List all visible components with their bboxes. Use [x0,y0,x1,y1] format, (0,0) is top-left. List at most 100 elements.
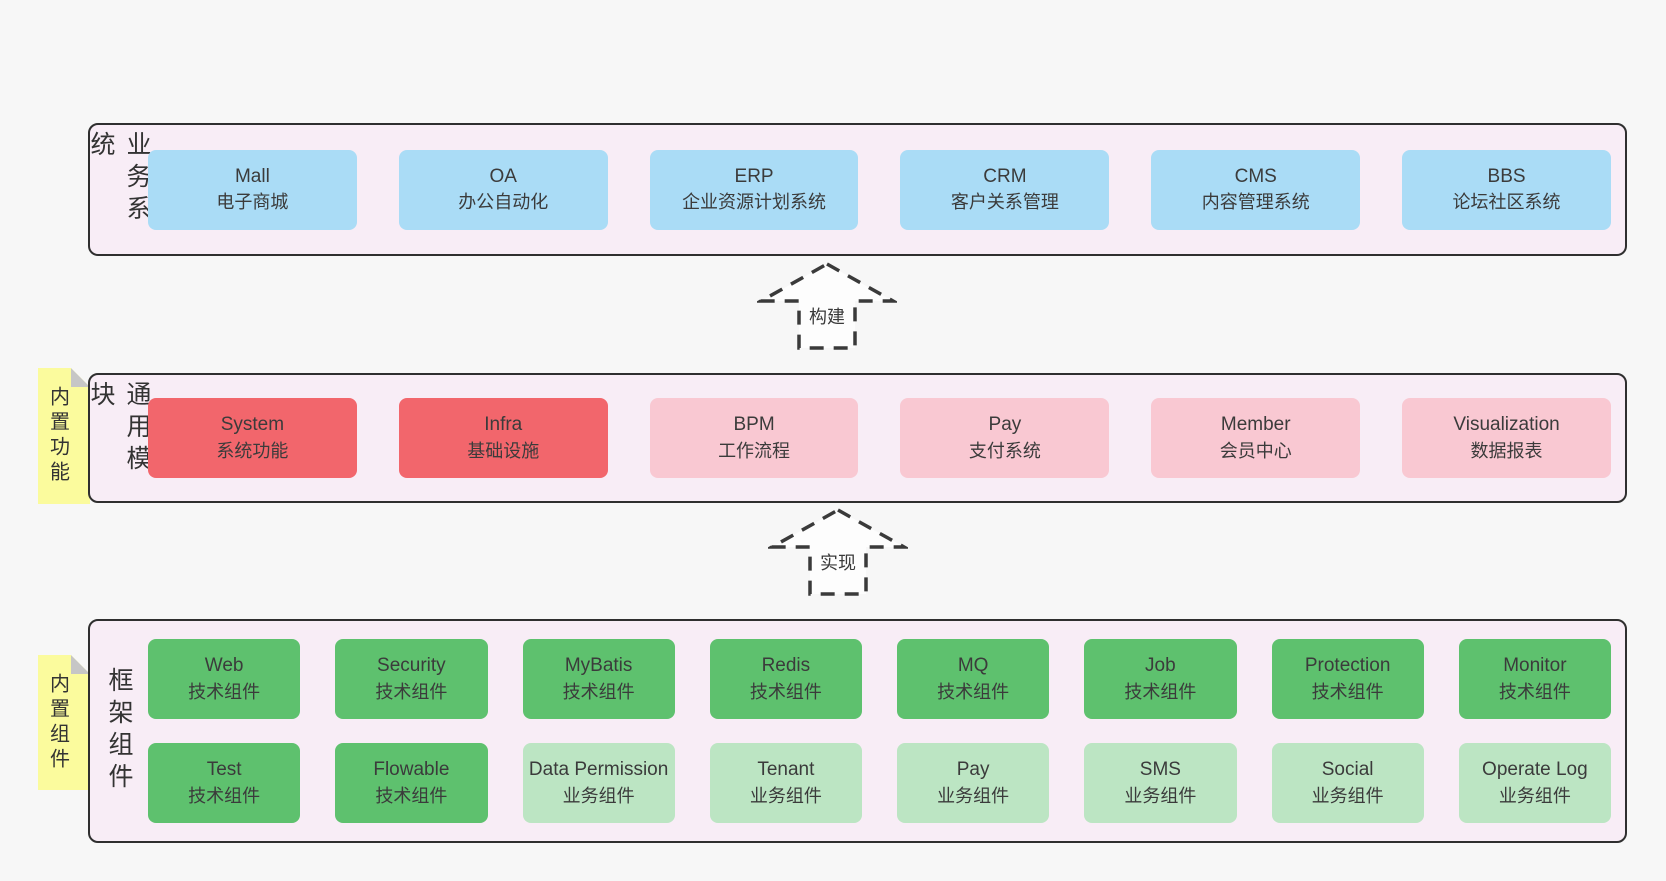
box-subtitle: 技术组件 [1498,681,1571,702]
box-cms: CMS 内容管理系统 [1151,149,1361,230]
box-title: MQ [957,655,989,677]
box-bpm: BPM 工作流程 [649,398,859,478]
box-member: Member 会员中心 [1151,398,1361,478]
box-protection: Protection 技术组件 [1271,639,1424,719]
box-security: Security 技术组件 [335,639,488,719]
box-pay: Pay 业务组件 [897,743,1050,823]
box-redis: Redis 技术组件 [709,639,862,719]
box-subtitle: 办公自动化 [458,192,549,213]
box-title: Visualization [1453,414,1560,436]
box-visualization: Visualization 数据报表 [1402,398,1611,478]
box-subtitle: 业务组件 [749,785,822,806]
box-title: Pay [956,759,990,781]
box-subtitle: 内容管理系统 [1201,192,1310,213]
box-title: Data Permission [528,759,669,781]
box-mq: MQ 技术组件 [897,639,1050,719]
box-subtitle: 业务组件 [1498,785,1571,806]
box-title: Operate Log [1482,759,1588,781]
sticky-note-builtin-components: 内置组件 [38,655,90,790]
panel-modules-side-label: 通用模块 [87,381,151,477]
box-title: CRM [983,165,1027,187]
box-title: Social [1321,759,1374,781]
box-subtitle: 工作流程 [718,440,791,461]
box-monitor: Monitor 技术组件 [1458,639,1611,719]
box-subtitle: 系统功能 [216,440,289,461]
box-web: Web 技术组件 [148,639,301,719]
box-operate-log: Operate Log 业务组件 [1458,743,1611,823]
box-title: System [220,414,285,436]
box-subtitle: 技术组件 [562,681,635,702]
box-subtitle: 技术组件 [188,681,261,702]
panel-common-modules: 通用模块 System 系统功能 Infra 基础设施 BPM 工作流程 Pay 支付系统 Me… [87,373,1627,503]
box-subtitle: 业务组件 [1124,785,1197,806]
sticky-note-builtin-features: 内置功能 [38,368,90,504]
box-title: Mall [234,165,270,187]
box-title: Infra [484,414,523,436]
box-subtitle: 技术组件 [937,681,1010,702]
box-subtitle: 技术组件 [1311,681,1384,702]
box-tenant: Tenant 业务组件 [709,743,862,823]
box-title: Member [1220,414,1291,436]
arrow-implement-label: 实现 [816,548,860,576]
panel-business-side-label: 业务系统 [87,131,151,227]
box-subtitle: 技术组件 [375,681,448,702]
box-mall: Mall 电子商城 [148,149,357,230]
box-subtitle: 会员中心 [1219,440,1292,461]
arrow-build: 构建 [757,260,897,352]
box-title: Pay [988,414,1022,436]
box-subtitle: 论坛社区系统 [1452,192,1561,213]
box-title: Flowable [373,759,450,781]
box-title: Web [204,655,244,677]
sticky-note-label: 内置功能 [46,386,69,486]
sticky-note-label: 内置组件 [46,672,69,773]
box-crm: CRM 客户关系管理 [900,149,1110,230]
box-title: CMS [1234,165,1277,187]
panel-components-side-label: 框架组件 [105,667,133,795]
box-subtitle: 基础设施 [467,440,540,461]
arrow-build-label: 构建 [805,302,849,330]
box-subtitle: 技术组件 [749,681,822,702]
box-subtitle: 客户关系管理 [950,192,1059,213]
box-subtitle: 技术组件 [188,785,261,806]
box-system: System 系统功能 [148,398,357,478]
box-title: Monitor [1503,655,1567,677]
box-title: Protection [1304,655,1391,677]
box-subtitle: 技术组件 [1124,681,1197,702]
box-title: Tenant [757,759,815,781]
box-title: BPM [733,414,775,436]
box-title: Redis [761,655,811,677]
box-test: Test 技术组件 [148,743,301,823]
box-sms: SMS 业务组件 [1084,743,1237,823]
box-subtitle: 企业资源计划系统 [682,192,827,213]
box-bbs: BBS 论坛社区系统 [1402,149,1611,230]
box-title: Job [1145,655,1176,677]
box-title: BBS [1487,165,1526,187]
box-flowable: Flowable 技术组件 [335,743,488,823]
box-subtitle: 数据报表 [1470,440,1543,461]
box-subtitle: 电子商城 [216,192,289,213]
panel-modules-rows: System 系统功能 Infra 基础设施 BPM 工作流程 Pay 支付系统 Member 会… [148,375,1625,501]
box-subtitle: 技术组件 [375,785,448,806]
box-subtitle: 业务组件 [937,785,1010,806]
modules-row-1: System 系统功能 Infra 基础设施 BPM 工作流程 Pay 支付系统 Member 会… [148,398,1611,478]
box-subtitle: 支付系统 [968,440,1041,461]
box-oa: OA 办公自动化 [398,149,608,230]
box-title: Security [377,655,446,677]
arrow-implement: 实现 [768,506,908,598]
box-infra: Infra 基础设施 [398,398,608,478]
box-title: Test [206,759,242,781]
box-title: OA [489,165,517,187]
box-title: SMS [1139,759,1181,781]
